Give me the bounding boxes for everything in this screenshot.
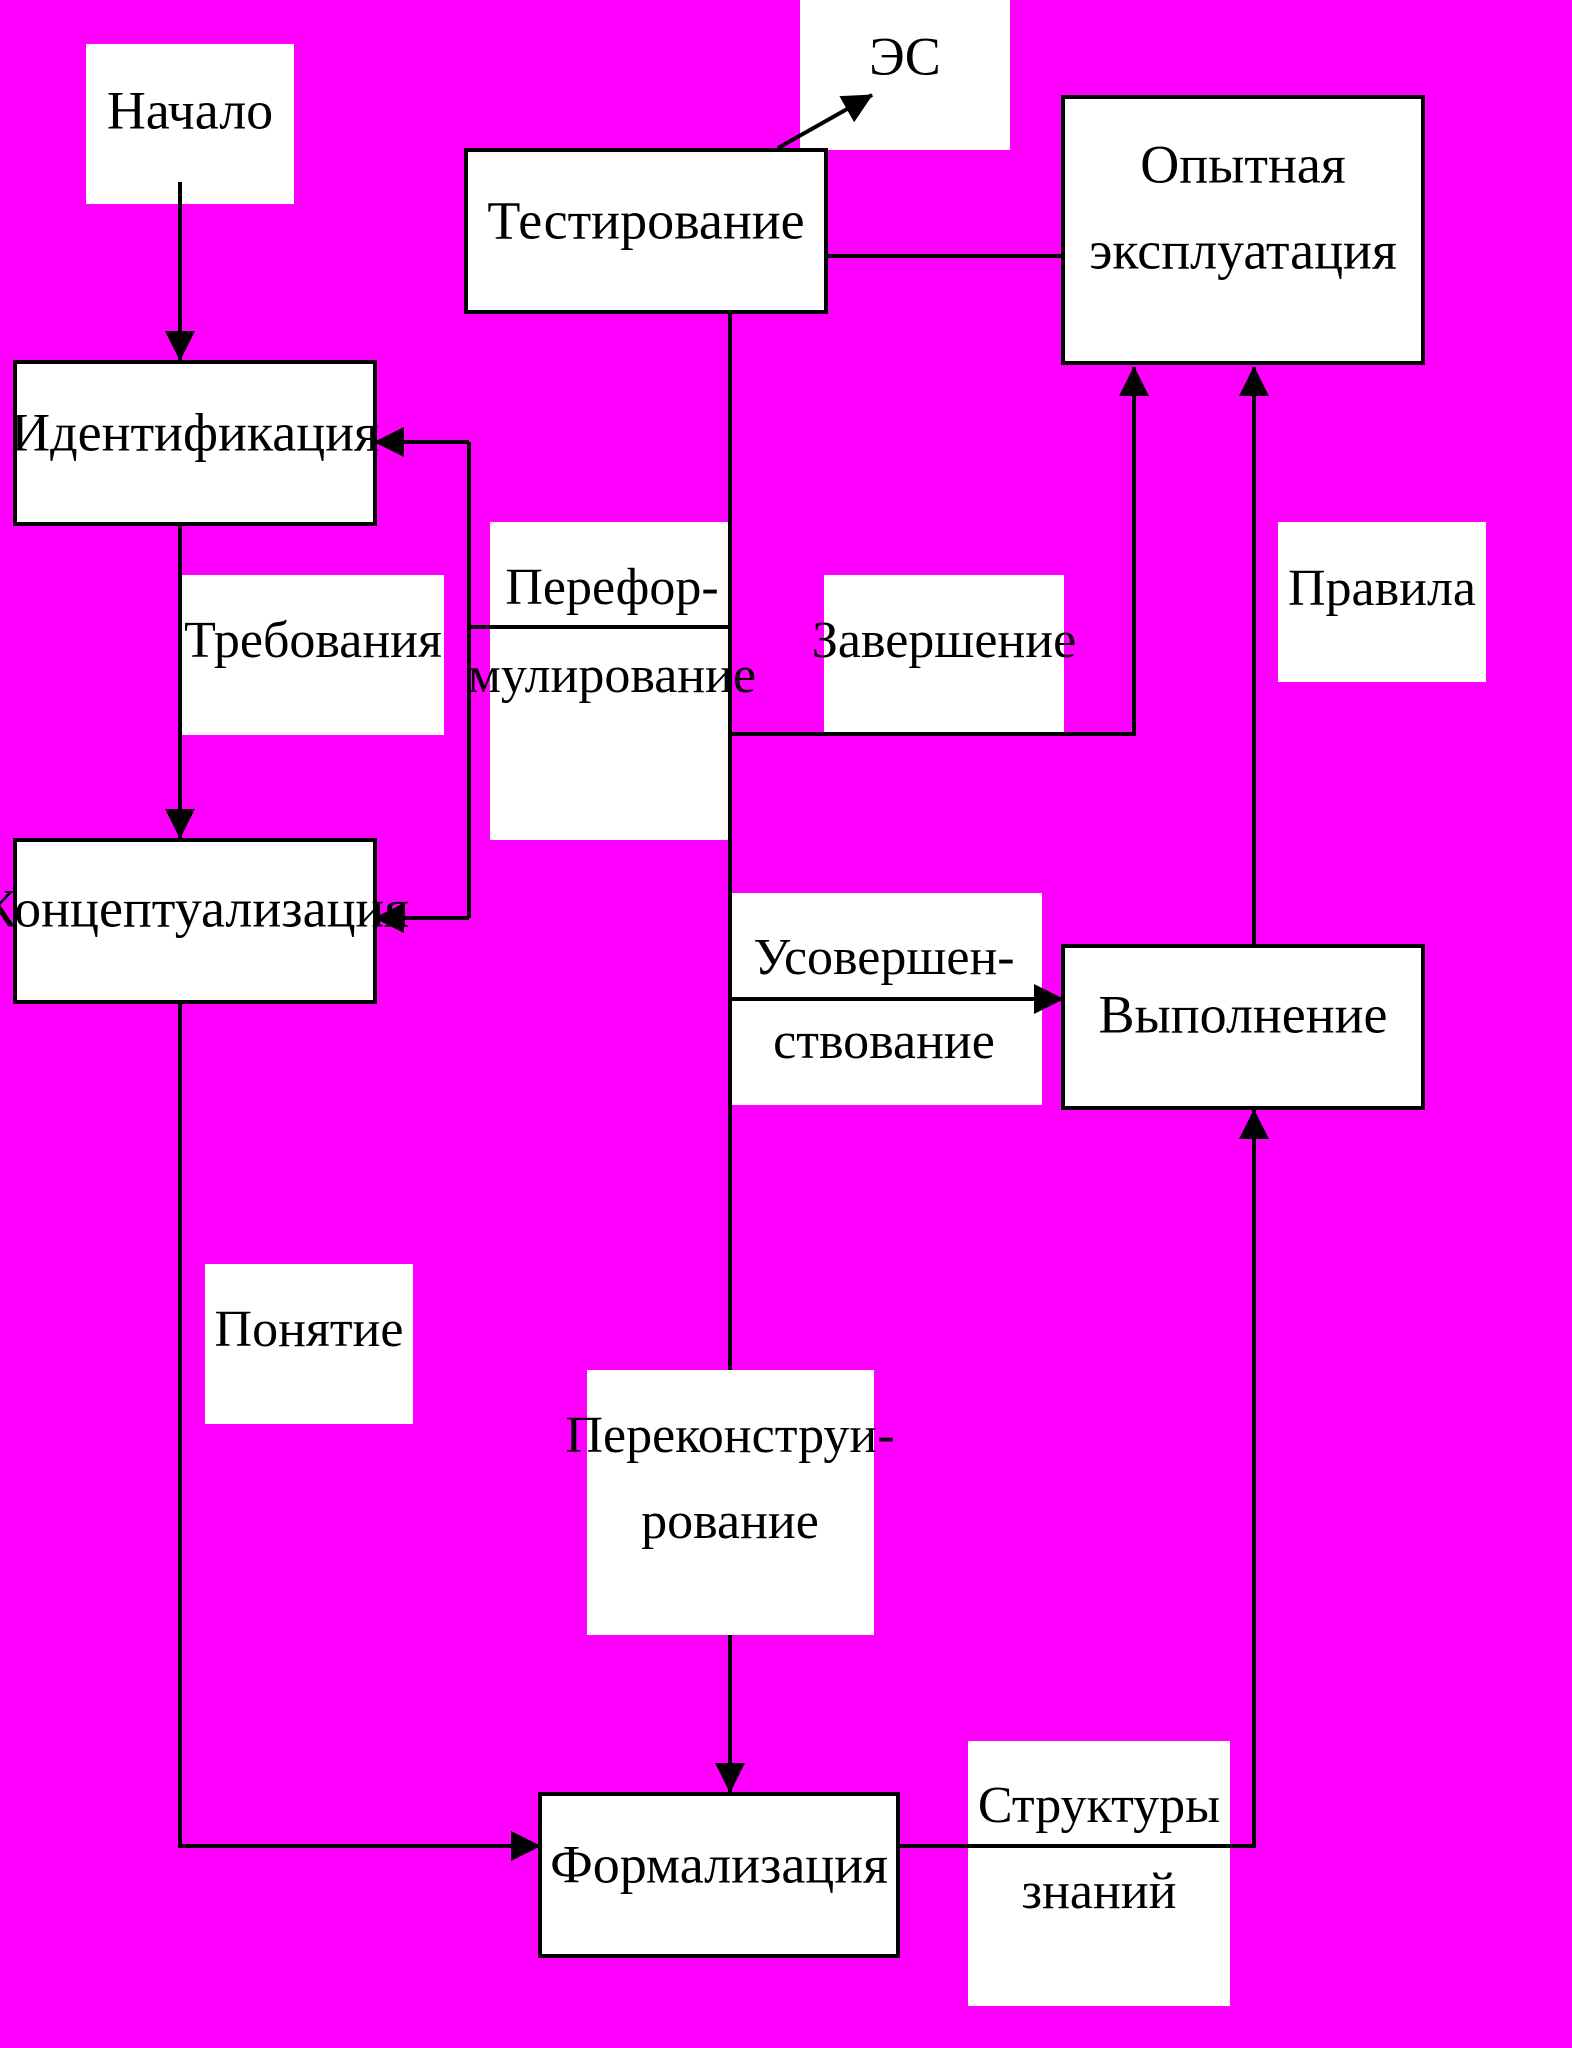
recon-text-line1: Переконструи- [565, 1407, 894, 1464]
concept-label-box [205, 1264, 413, 1424]
recon-label-box [587, 1370, 874, 1635]
reform-text-line1: Перефор- [505, 559, 718, 616]
edge-testing-es [777, 93, 873, 150]
reform-label-box [490, 522, 728, 840]
improve-text-line2: ствование [773, 1013, 995, 1070]
reform-text-line2: мулирование [468, 647, 756, 704]
start-box [86, 44, 294, 204]
completion-text: Завершение [812, 612, 1076, 669]
edge-completion-trial [730, 366, 1149, 736]
requirements-label-box [182, 575, 444, 735]
identification-text: Идентификация [11, 402, 379, 462]
conceptualization-text: Концептуализация [0, 878, 409, 938]
start-text: Начало [107, 80, 273, 140]
node-conceptualization [13, 838, 377, 1004]
trial-text-line1: Опытная [1140, 134, 1345, 194]
node-formalization [538, 1792, 900, 1958]
execution-text: Выполнение [1098, 984, 1387, 1044]
completion-label-box [824, 575, 1064, 735]
edge-conceptualization-formalization [178, 1002, 541, 1861]
node-execution [1061, 944, 1425, 1110]
node-testing [464, 148, 828, 314]
formalization-text: Формализация [550, 1834, 888, 1894]
edge-formalization-execution [898, 1109, 1269, 1848]
es-box [800, 0, 1010, 150]
improve-text-line1: Усовершен- [753, 929, 1014, 986]
recon-text-line2: рование [641, 1493, 819, 1550]
es-text: ЭС [869, 26, 941, 86]
requirements-text: Требования [184, 612, 442, 669]
node-identification [13, 360, 377, 526]
testing-text: Тестирование [487, 190, 804, 250]
rules-label-box [1278, 522, 1486, 682]
structs-text-line2: знаний [1022, 1863, 1177, 1920]
structs-label-box [968, 1741, 1230, 2006]
concept-text: Понятие [215, 1301, 404, 1358]
trial-text-line2: эксплуатация [1089, 220, 1397, 280]
rules-text: Правила [1288, 560, 1476, 617]
structs-text-line1: Структуры [978, 1777, 1220, 1834]
node-trial-operation [1061, 95, 1425, 365]
